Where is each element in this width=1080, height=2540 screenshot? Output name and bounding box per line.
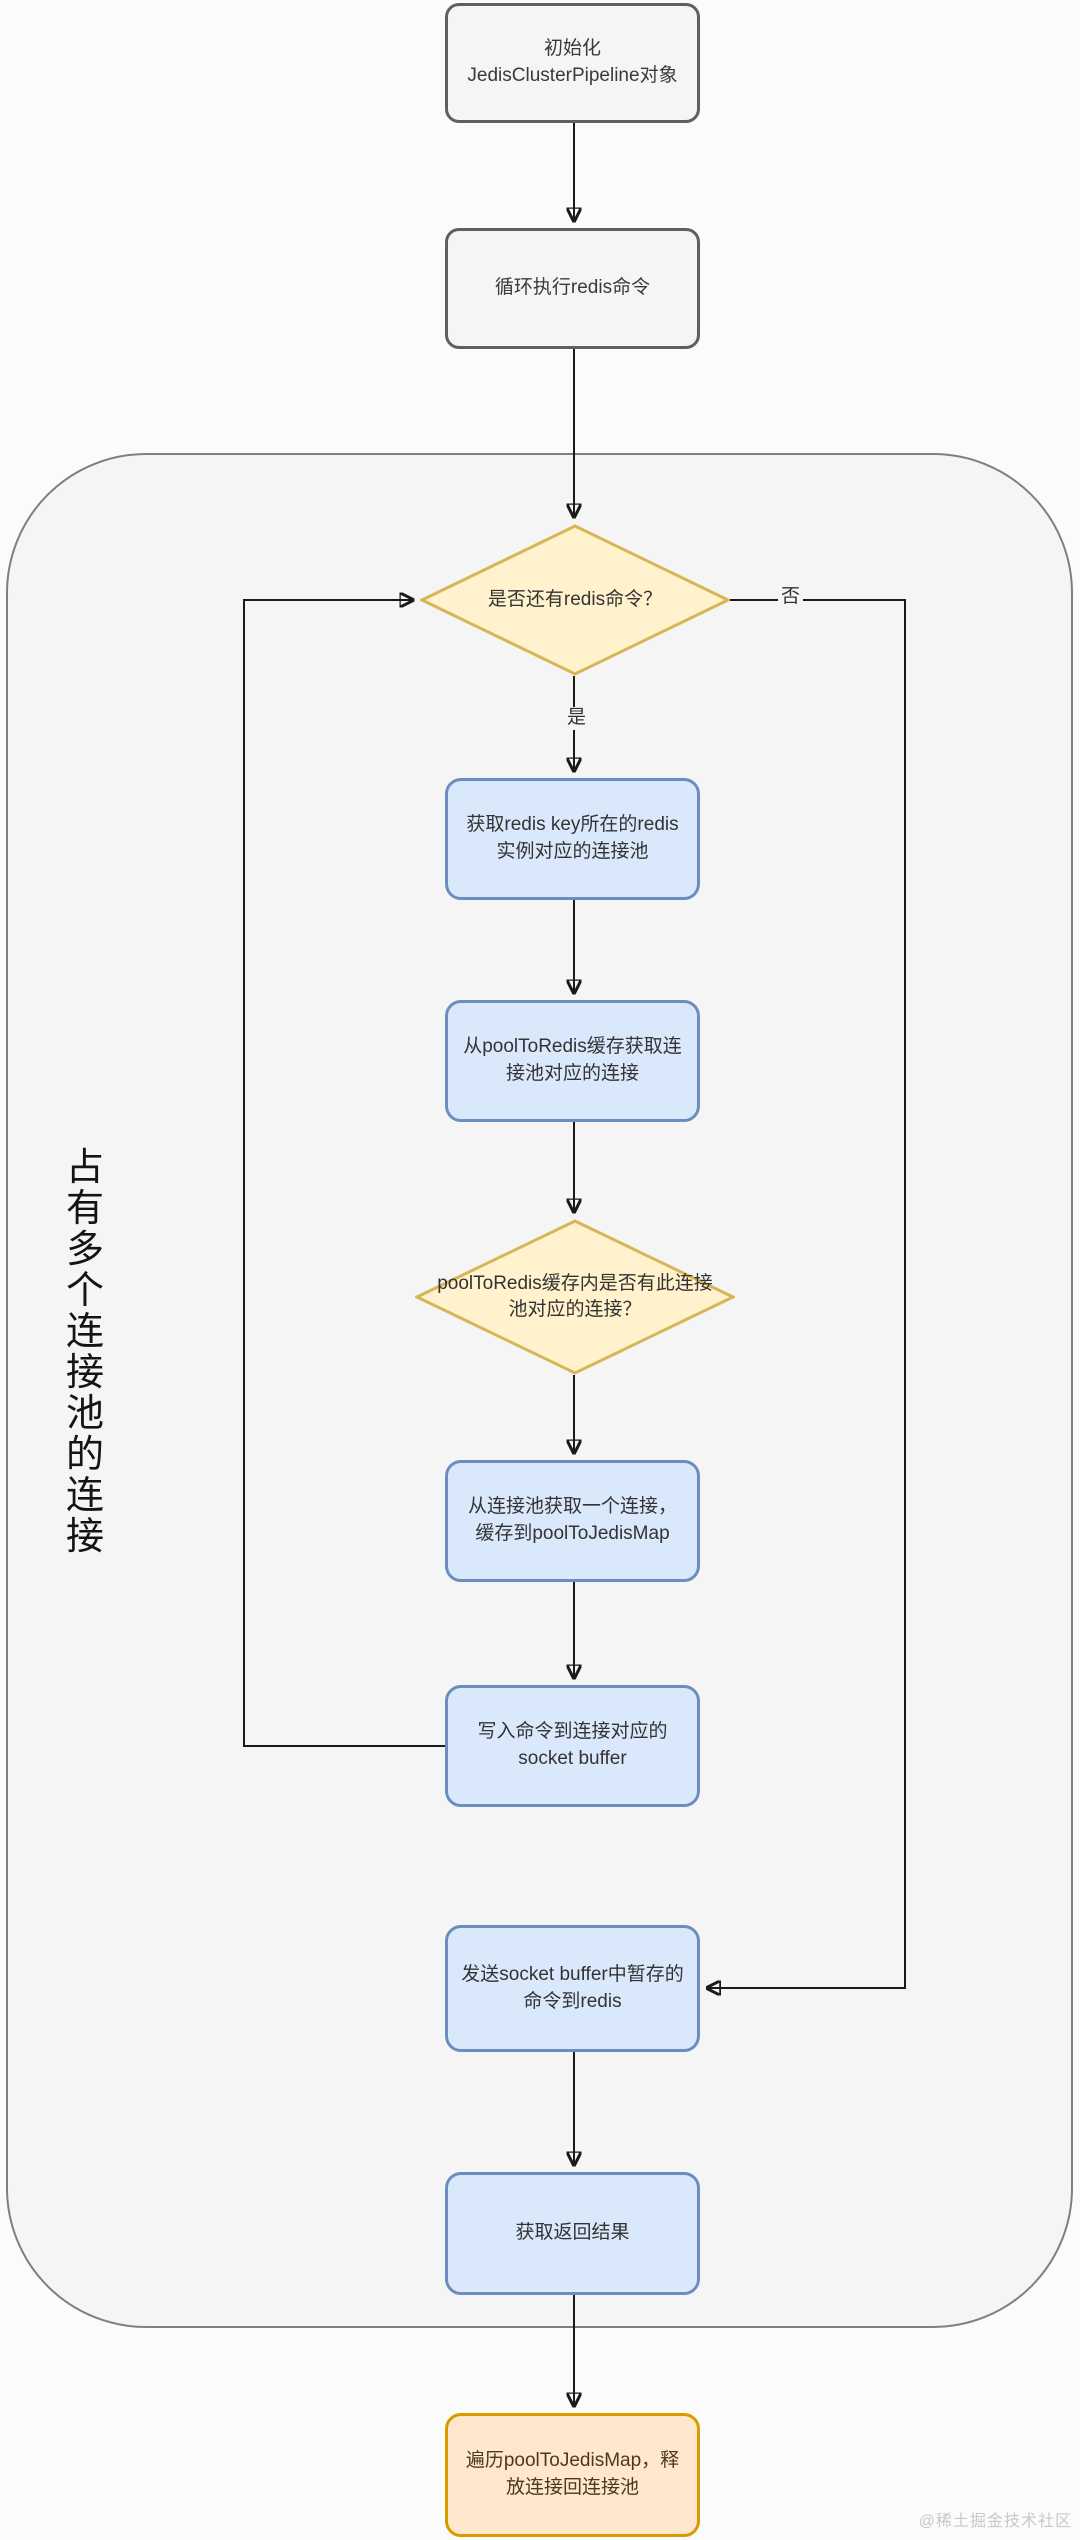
decision-has-redis-cmd: 是否还有redis命令？ xyxy=(420,524,730,676)
node-send-socket-buffer: 发送socket buffer中暂存的 命令到redis xyxy=(445,1925,700,2052)
node-release-conns: 遍历poolToJedisMap，释 放连接回连接池 xyxy=(445,2413,700,2537)
diamond-shape xyxy=(415,1219,735,1375)
node-init: 初始化 JedisClusterPipeline对象 xyxy=(445,3,700,123)
watermark: @稀土掘金技术社区 xyxy=(918,2513,1072,2530)
node-get-conn-from-pool: 从连接池获取一个连接， 缓存到poolToJedisMap xyxy=(445,1460,700,1582)
decision-cache-has-conn-label: poolToRedis缓存内是否有此连接 池对应的连接？ xyxy=(437,1273,713,1320)
node-write-socket-buffer: 写入命令到连接对应的 socket buffer xyxy=(445,1685,700,1807)
diamond-shape xyxy=(420,524,730,676)
node-get-pool: 获取redis key所在的redis 实例对应的连接池 xyxy=(445,778,700,900)
edge-label-yes: 是 xyxy=(564,707,590,730)
node-loop-exec: 循环执行redis命令 xyxy=(445,228,700,349)
edge-label-no: 否 xyxy=(778,586,804,609)
node-get-conn-from-cache: 从poolToRedis缓存获取连 接池对应的连接 xyxy=(445,1000,700,1122)
decision-has-redis-cmd-label: 是否还有redis命令？ xyxy=(487,589,663,611)
side-annotation: 占有多个连接池的连接 xyxy=(65,1147,104,1558)
node-get-result: 获取返回结果 xyxy=(445,2172,700,2295)
decision-cache-has-conn: poolToRedis缓存内是否有此连接 池对应的连接？ xyxy=(415,1219,735,1375)
